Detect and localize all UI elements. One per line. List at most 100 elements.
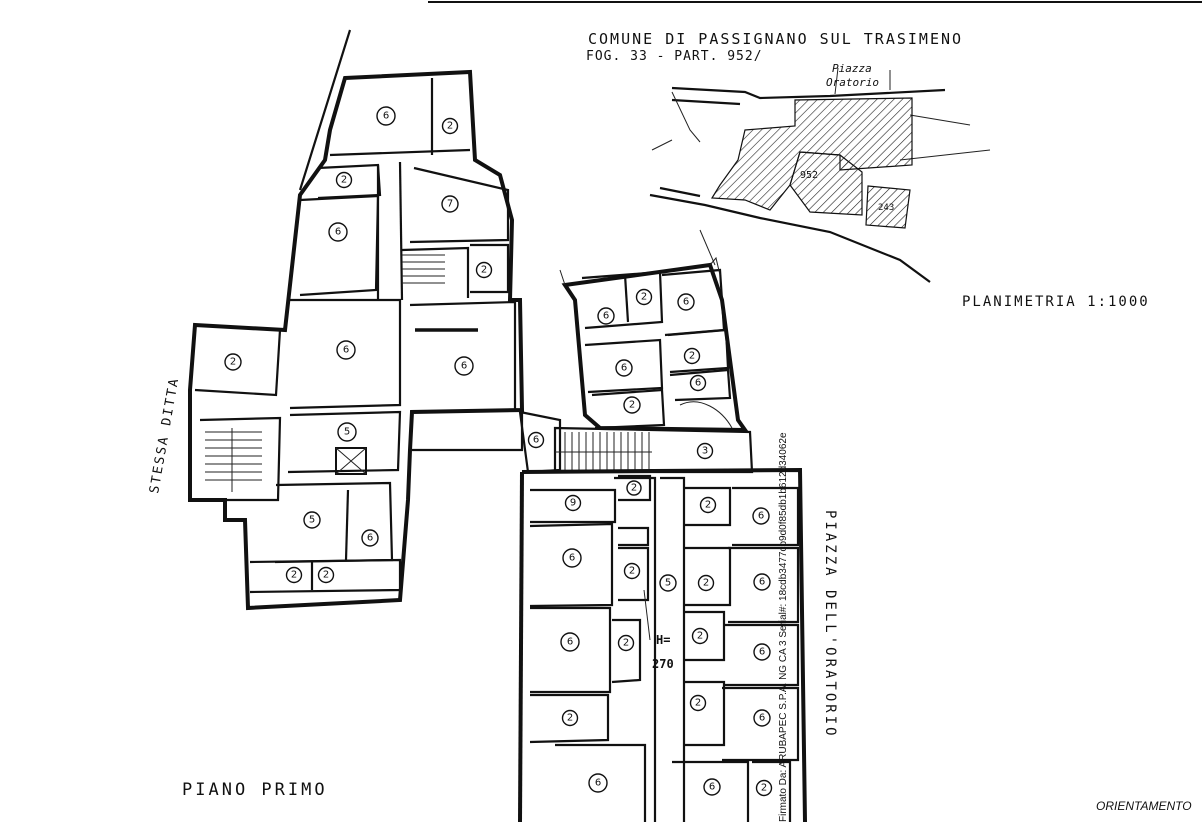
room-marker: 2	[689, 694, 707, 712]
svg-text:2: 2	[623, 638, 629, 649]
room-marker: 5	[303, 511, 321, 529]
svg-text:2: 2	[705, 500, 711, 511]
lower-right-wing	[518, 467, 807, 822]
room-marker: 2	[683, 347, 701, 365]
scale-label: PLANIMETRIA 1:1000	[962, 294, 1150, 310]
room-marker: 6	[361, 529, 379, 547]
svg-text:6: 6	[603, 311, 609, 322]
svg-text:2: 2	[761, 783, 767, 794]
room-marker: 2	[635, 288, 653, 306]
svg-text:6: 6	[335, 227, 341, 238]
right-side-label: PIAZZA DELL'ORATORIO	[822, 510, 838, 739]
room-marker: 6	[753, 709, 771, 727]
room-marker: 5	[337, 422, 357, 442]
svg-text:2: 2	[481, 265, 487, 276]
room-marker: 6	[588, 773, 608, 793]
svg-text:5: 5	[309, 515, 315, 526]
svg-text:2: 2	[230, 357, 236, 368]
room-marker: 6	[597, 307, 615, 325]
room-marker: 2	[285, 566, 303, 584]
room-marker: 2	[224, 353, 242, 371]
room-marker: 2	[441, 117, 459, 135]
room-marker: 6	[454, 356, 474, 376]
room-marker: 2	[317, 566, 335, 584]
parcel-number: 952	[800, 170, 818, 181]
svg-text:5: 5	[665, 578, 671, 589]
room-marker: 6	[753, 643, 771, 661]
adjacent-parcel-number: 243	[878, 203, 894, 213]
svg-text:2: 2	[631, 483, 637, 494]
svg-text:6: 6	[461, 361, 467, 372]
upper-right-wing	[559, 256, 749, 433]
left-side-label: STESSA DITTA	[147, 376, 182, 495]
room-marker: 2	[475, 261, 493, 279]
room-marker: 6	[527, 431, 545, 449]
signature-watermark: Firmato Da: ARUBAPEC S.P.A. NG CA 3 Seri…	[778, 432, 789, 822]
room-marker: 2	[623, 396, 641, 414]
room-marker: 3	[696, 442, 714, 460]
svg-text:6: 6	[695, 378, 701, 389]
svg-text:6: 6	[759, 713, 765, 724]
connector-wing	[518, 410, 754, 474]
room-markers: 6 2 2 6 7 2 2 6 6 5 5 6 2 2 6 2 6 6 2 6 …	[224, 106, 773, 797]
cadastral-reference: FOG. 33 - PART. 952/	[586, 49, 763, 64]
svg-text:2: 2	[641, 292, 647, 303]
room-marker: 5	[659, 574, 677, 592]
svg-text:2: 2	[447, 121, 453, 132]
svg-text:2: 2	[703, 578, 709, 589]
svg-text:2: 2	[697, 631, 703, 642]
svg-text:2: 2	[567, 713, 573, 724]
svg-text:6: 6	[683, 297, 689, 308]
room-marker: 2	[697, 574, 715, 592]
room-marker: 2	[691, 627, 709, 645]
svg-text:6: 6	[567, 637, 573, 648]
height-note-line2: 270	[652, 657, 674, 671]
municipality-title: COMUNE DI PASSIGNANO SUL TRASIMENO	[588, 30, 964, 48]
svg-text:5: 5	[344, 427, 350, 438]
room-marker: 6	[753, 573, 771, 591]
svg-text:2: 2	[629, 566, 635, 577]
svg-text:6: 6	[383, 111, 389, 122]
svg-text:6: 6	[621, 363, 627, 374]
svg-text:2: 2	[695, 698, 701, 709]
svg-text:6: 6	[367, 533, 373, 544]
svg-text:2: 2	[629, 400, 635, 411]
svg-text:7: 7	[447, 199, 453, 210]
room-marker: 2	[335, 171, 353, 189]
svg-text:6: 6	[343, 345, 349, 356]
room-marker: 6	[703, 778, 721, 796]
height-note-line1: H=	[656, 633, 670, 647]
svg-text:6: 6	[569, 553, 575, 564]
room-marker: 2	[699, 496, 717, 514]
room-marker: 6	[328, 222, 348, 242]
room-marker: 9	[564, 494, 582, 512]
svg-text:2: 2	[323, 570, 329, 581]
room-marker: 6	[752, 507, 770, 525]
room-marker: 2	[626, 480, 642, 496]
room-marker: 2	[561, 709, 579, 727]
room-marker: 6	[562, 548, 582, 568]
svg-text:2: 2	[341, 175, 347, 186]
room-marker: 2	[755, 779, 773, 797]
room-marker: 6	[336, 340, 356, 360]
room-marker: 6	[615, 359, 633, 377]
svg-text:6: 6	[709, 782, 715, 793]
orientation-label: ORIENTAMENTO	[1096, 799, 1192, 813]
svg-text:3: 3	[702, 446, 708, 457]
svg-text:9: 9	[570, 498, 576, 509]
svg-text:2: 2	[291, 570, 297, 581]
left-building	[188, 29, 525, 611]
svg-text:6: 6	[759, 577, 765, 588]
room-marker: 7	[441, 195, 459, 213]
floor-label: PIANO PRIMO	[182, 780, 328, 800]
room-marker: 6	[689, 374, 707, 392]
site-plan	[649, 67, 991, 283]
svg-text:6: 6	[595, 778, 601, 789]
room-marker: 6	[560, 632, 580, 652]
square-label-line2: Oratorio	[826, 76, 879, 89]
svg-text:6: 6	[533, 435, 539, 446]
svg-text:6: 6	[759, 647, 765, 658]
room-marker: 6	[376, 106, 396, 126]
room-marker: 2	[617, 634, 635, 652]
